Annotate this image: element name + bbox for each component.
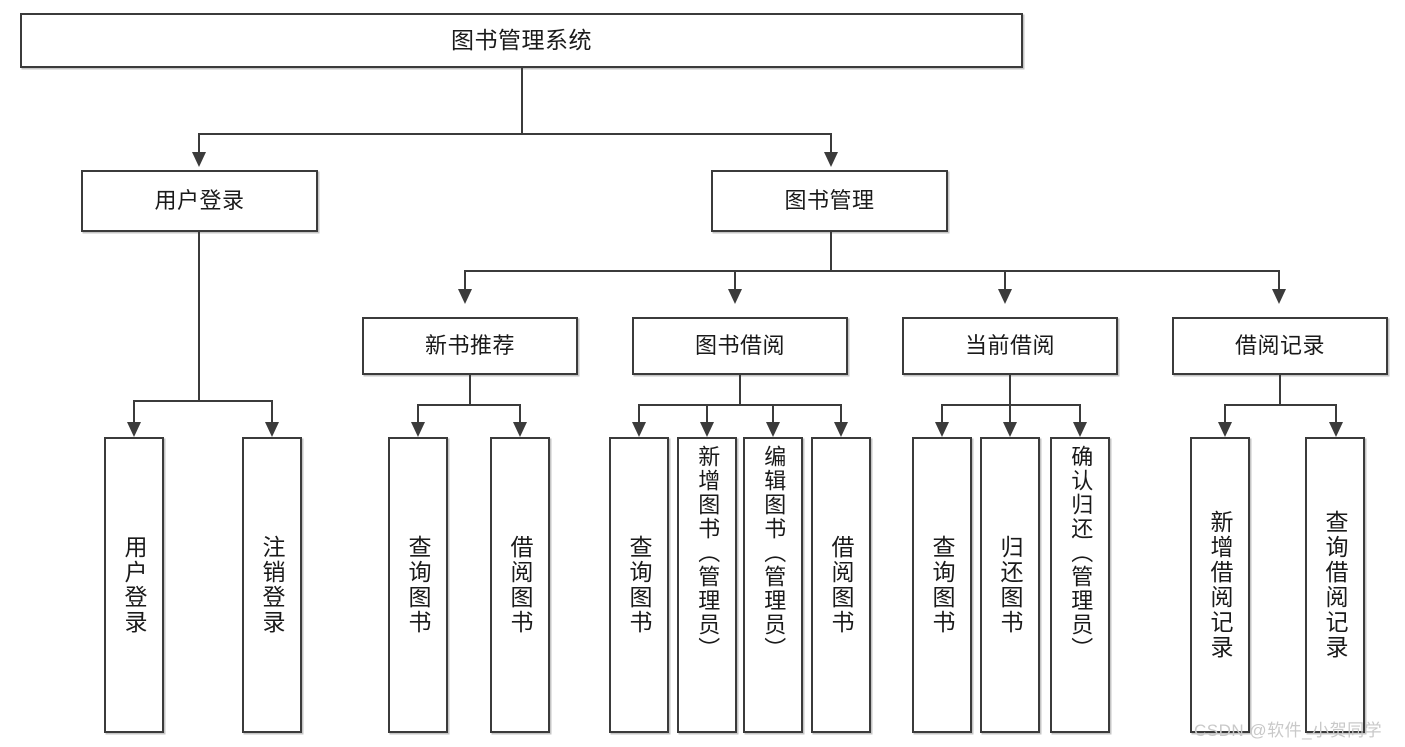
leaf-add-borrow-record[interactable]: 新增借阅记录 xyxy=(1190,437,1250,733)
arrow-to-leaf-query-record xyxy=(1329,422,1343,437)
connector-bookborrow-drop-2 xyxy=(706,404,708,422)
connector-userlogin-stem xyxy=(198,232,200,402)
node-label: 借阅图书 xyxy=(507,535,534,635)
node-label: 图书管理 xyxy=(784,187,875,213)
connector-root-stem xyxy=(521,68,523,133)
connector-bookborrow-drop-4 xyxy=(840,404,842,422)
connector-bookmanage-drop-4 xyxy=(1278,270,1280,289)
node-label: 用户登录 xyxy=(154,187,245,213)
leaf-query-borrow-record[interactable]: 查询借阅记录 xyxy=(1305,437,1365,733)
connector-root-drop-right xyxy=(830,133,832,152)
connector-currentborrow-drop-3 xyxy=(1079,404,1081,422)
connector-bookmanage-drop-2 xyxy=(734,270,736,289)
leaf-add-book-admin[interactable]: 新增图书（管理员） xyxy=(677,437,737,733)
connector-newbook-bar xyxy=(417,404,521,406)
leaf-query-book-1[interactable]: 查询图书 xyxy=(388,437,448,733)
node-label: 编辑图书（管理员） xyxy=(761,445,787,661)
connector-borrowrecord-bar xyxy=(1224,404,1337,406)
node-label: 查询图书 xyxy=(929,535,956,635)
leaf-borrow-book-1[interactable]: 借阅图书 xyxy=(490,437,550,733)
arrow-to-leaf-borrow-book-1 xyxy=(513,422,527,437)
connector-bookborrow-drop-1 xyxy=(638,404,640,422)
node-label: 查询图书 xyxy=(405,535,432,635)
connector-bookborrow-stem xyxy=(739,375,741,405)
node-user-login[interactable]: 用户登录 xyxy=(81,170,318,232)
leaf-confirm-return-admin[interactable]: 确认归还（管理员） xyxy=(1050,437,1110,733)
leaf-query-book-3[interactable]: 查询图书 xyxy=(912,437,972,733)
arrow-to-book-manage xyxy=(824,152,838,167)
node-label: 查询图书 xyxy=(626,535,653,635)
connector-root-bar xyxy=(198,133,832,135)
connector-bookmanage-bar xyxy=(464,270,1280,272)
node-label: 当前借阅 xyxy=(964,332,1055,358)
node-label: 确认归还（管理员） xyxy=(1068,445,1094,661)
arrow-to-current-borrow xyxy=(998,289,1012,304)
arrow-to-leaf-add-record xyxy=(1218,422,1232,437)
arrow-to-book-borrow xyxy=(728,289,742,304)
arrow-to-leaf-add-book xyxy=(700,422,714,437)
arrow-to-borrow-record xyxy=(1272,289,1286,304)
leaf-borrow-book-2[interactable]: 借阅图书 xyxy=(811,437,871,733)
connector-newbook-stem xyxy=(469,375,471,405)
leaf-edit-book-admin[interactable]: 编辑图书（管理员） xyxy=(743,437,803,733)
arrow-to-leaf-user-login xyxy=(127,422,141,437)
node-label: 新书推荐 xyxy=(424,332,515,358)
node-label: 借阅记录 xyxy=(1234,332,1325,358)
arrow-to-leaf-query-book-3 xyxy=(935,422,949,437)
connector-currentborrow-drop-1 xyxy=(941,404,943,422)
arrow-to-new-book-rec xyxy=(458,289,472,304)
node-label: 注销登录 xyxy=(259,535,286,635)
arrow-to-leaf-return-book xyxy=(1003,422,1017,437)
connector-borrowrecord-stem xyxy=(1279,375,1281,405)
connector-userlogin-bar xyxy=(133,400,273,402)
leaf-return-book[interactable]: 归还图书 xyxy=(980,437,1040,733)
node-label: 用户登录 xyxy=(121,535,148,635)
connector-bookmanage-stem xyxy=(830,232,832,272)
arrow-to-leaf-query-book-2 xyxy=(632,422,646,437)
node-root-system[interactable]: 图书管理系统 xyxy=(20,13,1023,68)
connector-root-drop-left xyxy=(198,133,200,152)
node-new-book-recommend[interactable]: 新书推荐 xyxy=(362,317,578,375)
node-label: 图书管理系统 xyxy=(451,26,592,53)
connector-bookborrow-bar xyxy=(638,404,842,406)
connector-newbook-drop-1 xyxy=(417,404,419,422)
connector-bookborrow-drop-3 xyxy=(772,404,774,422)
arrow-to-user-login xyxy=(192,152,206,167)
node-current-borrow[interactable]: 当前借阅 xyxy=(902,317,1118,375)
connector-bookmanage-drop-3 xyxy=(1004,270,1006,289)
leaf-logout-login[interactable]: 注销登录 xyxy=(242,437,302,733)
node-label: 借阅图书 xyxy=(828,535,855,635)
node-book-manage[interactable]: 图书管理 xyxy=(711,170,948,232)
node-label: 新增借阅记录 xyxy=(1207,510,1234,660)
arrow-to-leaf-query-book-1 xyxy=(411,422,425,437)
connector-userlogin-drop-2 xyxy=(271,400,273,422)
node-borrow-record[interactable]: 借阅记录 xyxy=(1172,317,1388,375)
arrow-to-leaf-borrow-book-2 xyxy=(834,422,848,437)
leaf-query-book-2[interactable]: 查询图书 xyxy=(609,437,669,733)
connector-bookmanage-drop-1 xyxy=(464,270,466,289)
connector-currentborrow-stem xyxy=(1009,375,1011,405)
arrow-to-leaf-confirm-return xyxy=(1073,422,1087,437)
arrow-to-leaf-edit-book xyxy=(766,422,780,437)
connector-borrowrecord-drop-2 xyxy=(1335,404,1337,422)
node-label: 新增图书（管理员） xyxy=(695,445,721,661)
node-label: 查询借阅记录 xyxy=(1322,510,1349,660)
node-book-borrow[interactable]: 图书借阅 xyxy=(632,317,848,375)
connector-newbook-drop-2 xyxy=(519,404,521,422)
connector-currentborrow-bar xyxy=(941,404,1081,406)
leaf-user-login[interactable]: 用户登录 xyxy=(104,437,164,733)
connector-userlogin-drop-1 xyxy=(133,400,135,422)
connector-borrowrecord-drop-1 xyxy=(1224,404,1226,422)
arrow-to-leaf-logout-login xyxy=(265,422,279,437)
node-label: 归还图书 xyxy=(997,535,1024,635)
connector-currentborrow-drop-2 xyxy=(1009,404,1011,422)
node-label: 图书借阅 xyxy=(694,332,785,358)
